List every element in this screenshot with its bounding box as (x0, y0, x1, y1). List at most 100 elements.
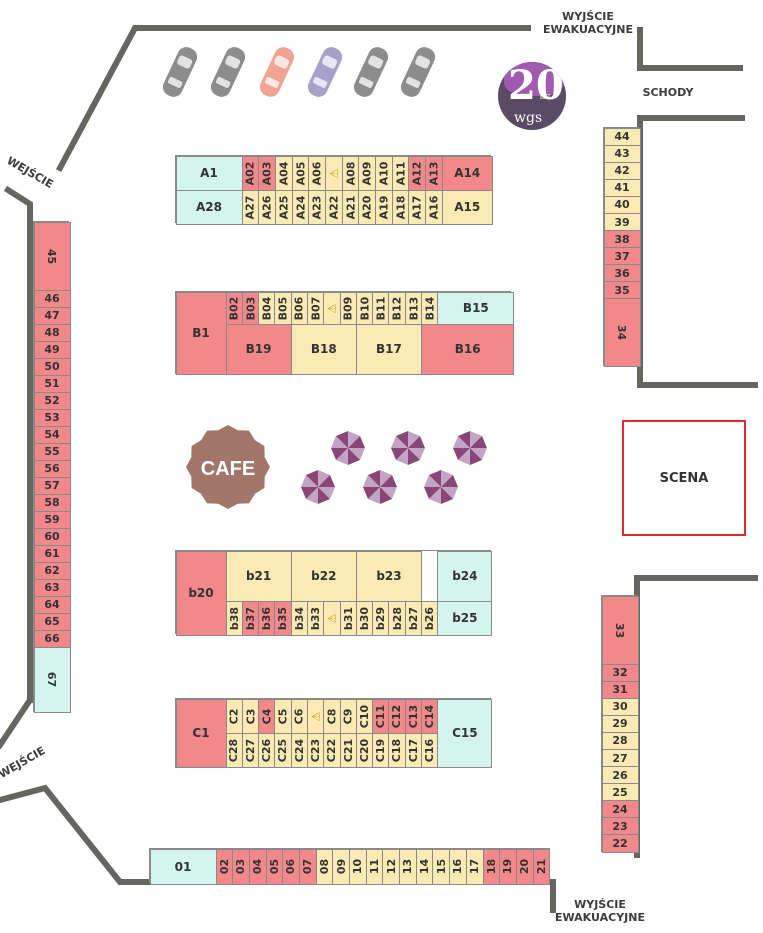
booth-b36[interactable]: b36 (258, 600, 276, 636)
booth-A25[interactable]: A25 (274, 189, 293, 225)
booth-C15[interactable]: C15 (437, 698, 493, 768)
booth-28[interactable]: 28 (601, 731, 639, 750)
booth-b30[interactable]: b30 (355, 600, 374, 636)
booth-b31[interactable]: b31 (339, 600, 357, 636)
booth-38[interactable]: 38 (603, 230, 641, 249)
booth-49[interactable]: 49 (33, 340, 71, 359)
booth-17[interactable]: 17 (465, 848, 484, 885)
booth-53[interactable]: 53 (33, 408, 71, 427)
booth-b33[interactable]: b33 (306, 600, 325, 636)
booth-b27[interactable]: b27 (404, 600, 423, 636)
booth-09[interactable]: 09 (332, 848, 350, 885)
booth-A21[interactable]: A21 (341, 189, 360, 225)
booth-C9[interactable]: C9 (339, 698, 357, 734)
booth-33[interactable]: 33 (601, 595, 639, 665)
booth-A06[interactable]: A06 (308, 155, 326, 191)
booth-03[interactable]: 03 (232, 848, 250, 885)
booth-15[interactable]: 15 (432, 848, 451, 885)
booth-46[interactable]: 46 (33, 289, 71, 308)
booth-b35[interactable]: b35 (274, 600, 292, 636)
booth-C8[interactable]: C8 (323, 698, 341, 734)
booth-A16[interactable]: A16 (425, 189, 443, 225)
booth-C2[interactable]: C2 (225, 698, 243, 734)
booth-b37[interactable]: b37 (241, 600, 260, 636)
booth-A1[interactable]: A1 (175, 155, 243, 191)
booth-C26[interactable]: C26 (258, 732, 276, 768)
cafe-badge[interactable]: CAFE (184, 424, 272, 510)
booth-C17[interactable]: C17 (404, 732, 423, 768)
booth-B14[interactable]: B14 (421, 291, 439, 325)
booth-A02[interactable]: A02 (241, 155, 260, 191)
booth-b29[interactable]: b29 (372, 600, 390, 636)
booth-b23[interactable]: b23 (355, 550, 423, 602)
booth-37[interactable]: 37 (603, 247, 641, 266)
booth-b25[interactable]: b25 (437, 600, 493, 636)
booth-19[interactable]: 19 (499, 848, 517, 885)
booth-32[interactable]: 32 (601, 663, 639, 682)
booth-C4[interactable]: C4 (258, 698, 276, 734)
booth-A20[interactable]: A20 (358, 189, 376, 225)
booth-20[interactable]: 20 (515, 848, 534, 885)
booth-b22[interactable]: b22 (290, 550, 357, 602)
booth-51[interactable]: 51 (33, 374, 71, 393)
booth-C18[interactable]: C18 (388, 732, 406, 768)
booth-36[interactable]: 36 (603, 264, 641, 283)
booth-66[interactable]: 66 (33, 629, 71, 648)
booth-A11[interactable]: A11 (391, 155, 410, 191)
booth-C6[interactable]: C6 (290, 698, 308, 734)
booth-A24[interactable]: A24 (291, 189, 310, 225)
booth-A28[interactable]: A28 (175, 189, 243, 225)
booth-b24[interactable]: b24 (437, 550, 493, 602)
booth-A09[interactable]: A09 (358, 155, 376, 191)
booth-45[interactable]: 45 (33, 221, 71, 291)
booth-C10[interactable]: C10 (355, 698, 374, 734)
booth-41[interactable]: 41 (603, 178, 641, 197)
booth-54[interactable]: 54 (33, 425, 71, 444)
booth-43[interactable]: 43 (603, 144, 641, 163)
booth-57[interactable]: 57 (33, 476, 71, 495)
booth-B06[interactable]: B06 (290, 291, 308, 325)
booth-42[interactable]: 42 (603, 161, 641, 180)
booth-58[interactable]: 58 (33, 493, 71, 512)
booth-29[interactable]: 29 (601, 714, 639, 733)
booth-07[interactable]: 07 (298, 848, 317, 885)
booth-47[interactable]: 47 (33, 306, 71, 325)
booth-35[interactable]: 35 (603, 281, 641, 300)
booth-16[interactable]: 16 (449, 848, 467, 885)
booth-02[interactable]: 02 (215, 848, 234, 885)
booth-25[interactable]: 25 (601, 783, 639, 802)
booth-61[interactable]: 61 (33, 544, 71, 563)
booth-04[interactable]: 04 (248, 848, 267, 885)
booth-05[interactable]: 05 (265, 848, 284, 885)
booth-A03[interactable]: A03 (258, 155, 276, 191)
booth-B15[interactable]: B15 (437, 291, 515, 325)
booth-B03[interactable]: B03 (241, 291, 260, 325)
booth-50[interactable]: 50 (33, 357, 71, 376)
booth-31[interactable]: 31 (601, 680, 639, 699)
booth-A23[interactable]: A23 (308, 189, 326, 225)
booth-A08[interactable]: A08 (341, 155, 360, 191)
booth-B17[interactable]: B17 (355, 323, 423, 375)
booth-A12[interactable]: A12 (408, 155, 427, 191)
booth-A22[interactable]: A22 (324, 189, 343, 225)
booth-b34[interactable]: b34 (290, 600, 308, 636)
booth-B18[interactable]: B18 (290, 323, 357, 375)
booth-b28[interactable]: b28 (388, 600, 406, 636)
booth-A15[interactable]: A15 (441, 189, 493, 225)
booth-30[interactable]: 30 (601, 697, 639, 716)
booth-b38[interactable]: b38 (225, 600, 243, 636)
booth-48[interactable]: 48 (33, 323, 71, 342)
booth-64[interactable]: 64 (33, 595, 71, 614)
booth-01[interactable]: 01 (149, 848, 217, 885)
booth-C12[interactable]: C12 (388, 698, 406, 734)
booth-56[interactable]: 56 (33, 459, 71, 478)
booth-12[interactable]: 12 (382, 848, 401, 885)
booth-22[interactable]: 22 (601, 834, 639, 853)
booth-C13[interactable]: C13 (404, 698, 423, 734)
booth-C21[interactable]: C21 (339, 732, 357, 768)
booth-B13[interactable]: B13 (404, 291, 423, 325)
booth-B04[interactable]: B04 (258, 291, 276, 325)
booth-18[interactable]: 18 (482, 848, 501, 885)
booth-b20[interactable]: b20 (175, 550, 227, 636)
booth-23[interactable]: 23 (601, 817, 639, 836)
